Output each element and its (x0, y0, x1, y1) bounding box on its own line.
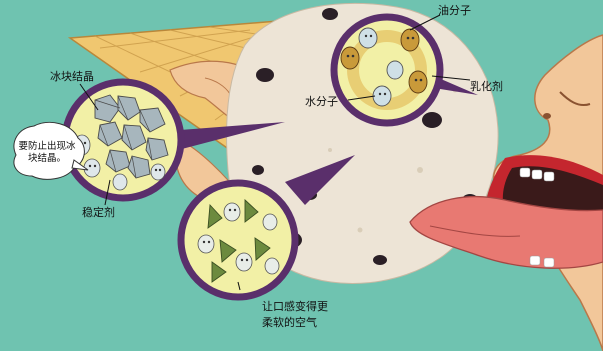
label-oil-molecule: 油分子 (438, 4, 471, 17)
label-soft-air-line2: 柔软的空气 (262, 316, 317, 329)
ice-crystal-inset (65, 82, 181, 198)
emulsion-inset (334, 17, 440, 123)
speech-bubble-line2: 块结晶。 (16, 153, 78, 165)
label-emulsifier: 乳化剂 (470, 80, 503, 93)
speech-bubble-line1: 要防止出现冰 (16, 141, 78, 153)
label-water-molecule: 水分子 (305, 95, 338, 108)
label-ice-crystal: 冰块结晶 (50, 70, 94, 83)
label-soft-air-line1: 让口感变得更 (262, 300, 328, 313)
speech-bubble-text: 要防止出现冰 块结晶。 (16, 141, 78, 165)
air-inset (181, 183, 295, 297)
label-stabilizer: 稳定剂 (82, 206, 115, 219)
